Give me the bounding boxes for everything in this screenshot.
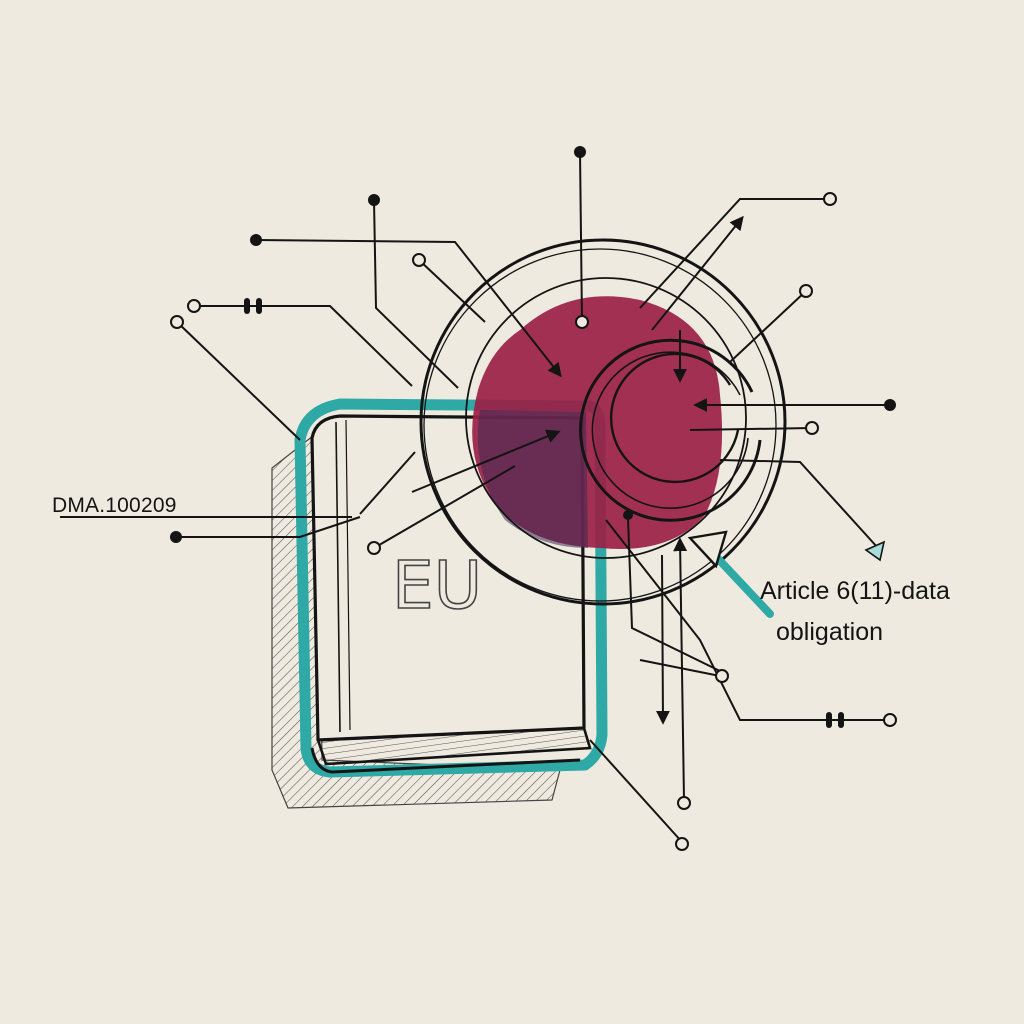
- connector-line: [589, 739, 683, 843]
- book-teal-outline: [294, 398, 608, 778]
- connector-line: [255, 239, 562, 378]
- filled-node: [884, 399, 896, 411]
- book-bottom-edge: [310, 747, 581, 774]
- outer-circle-sketch: [423, 248, 777, 602]
- connector-line: [689, 427, 813, 431]
- hollow-nodes: [170, 192, 897, 851]
- connector-line: [627, 517, 723, 673]
- hollow-node: [575, 315, 589, 329]
- connector-line: [655, 554, 670, 725]
- hollow-node: [187, 299, 201, 313]
- filled-node: [623, 510, 633, 520]
- inner-ring: [609, 352, 740, 484]
- book-pages: [316, 726, 592, 766]
- hollow-node: [883, 713, 897, 727]
- filled-node: [574, 146, 586, 158]
- identifier-label: DMA.100209: [52, 494, 177, 517]
- connector-line: [359, 451, 416, 515]
- connector-line: [673, 537, 688, 801]
- double-bar-glyph: [244, 298, 844, 728]
- filled-node: [170, 531, 182, 543]
- connector-line: [194, 305, 413, 387]
- article-label-line-1: Article 6(11)-data: [760, 577, 950, 605]
- connector-line: [719, 459, 879, 549]
- connector-line: [411, 429, 561, 493]
- book-title: EU: [392, 547, 482, 624]
- pointer-arrow: [687, 530, 774, 618]
- hollow-node: [715, 669, 729, 683]
- hollow-node: [805, 421, 819, 435]
- connector-line: [639, 198, 830, 309]
- connector-line: [579, 151, 583, 323]
- blob-book-overlap: [477, 410, 588, 548]
- hollow-node: [823, 192, 837, 206]
- middle-circle: [465, 277, 747, 559]
- filled-node: [250, 234, 262, 246]
- filled-node: [368, 194, 380, 206]
- hollow-node: [170, 315, 184, 329]
- triangle-marker: [864, 540, 886, 562]
- connector-line: [639, 659, 721, 677]
- connector-line: [729, 290, 807, 363]
- connector-line: [651, 215, 744, 331]
- connector-line: [176, 321, 301, 441]
- hollow-node: [677, 796, 691, 810]
- connector-line: [418, 259, 486, 323]
- outer-circle: [419, 238, 787, 606]
- open-ring: [579, 338, 762, 522]
- hollow-node: [412, 253, 426, 267]
- hollow-node: [675, 837, 689, 851]
- hollow-node: [799, 284, 813, 298]
- connector-line: [373, 465, 516, 549]
- connector-line: [373, 199, 459, 389]
- connector-lines: [60, 151, 890, 843]
- hollow-node: [367, 541, 381, 555]
- filled-nodes: [170, 146, 896, 543]
- article-label-line-2: obligation: [776, 618, 884, 646]
- connector-line: [176, 516, 361, 538]
- book-spine-line: [335, 421, 341, 733]
- circle-group: [419, 238, 787, 606]
- book-spine-line: [345, 419, 351, 731]
